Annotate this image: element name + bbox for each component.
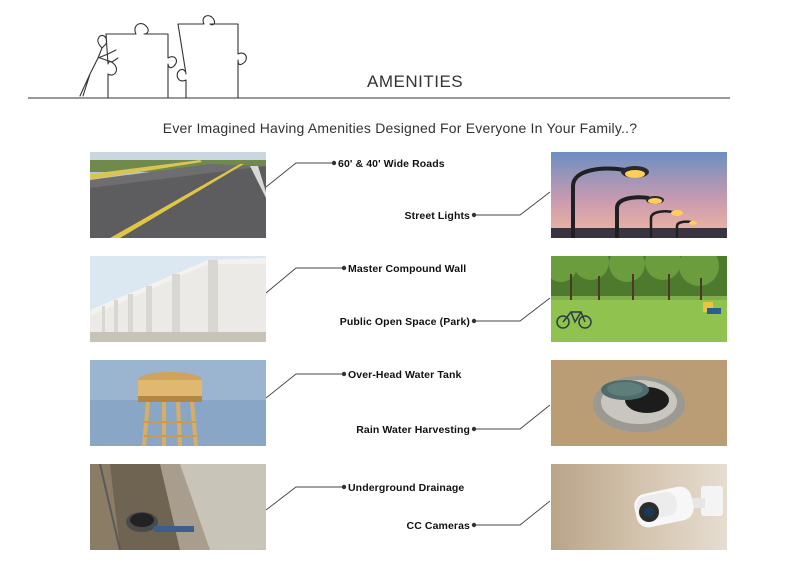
page-title: AMENITIES bbox=[367, 72, 464, 91]
page-subtitle: Ever Imagined Having Amenities Designed … bbox=[162, 120, 638, 136]
label-rain-water-harvesting: Rain Water Harvesting bbox=[356, 424, 470, 436]
drainage-photo bbox=[90, 464, 266, 550]
rain-water-pit-photo bbox=[551, 360, 727, 446]
label-underground-drainage: Underground Drainage bbox=[348, 482, 465, 494]
water-tank-photo bbox=[90, 360, 266, 446]
compound-wall-photo bbox=[90, 256, 266, 342]
road-photo bbox=[90, 152, 266, 238]
street-lights-photo bbox=[551, 152, 727, 238]
label-public-open-space: Public Open Space (Park) bbox=[339, 316, 470, 328]
puzzle-line-art bbox=[28, 15, 730, 99]
label-compound-wall: Master Compound Wall bbox=[348, 263, 467, 275]
label-cc-cameras: CC Cameras bbox=[406, 520, 470, 532]
label-wide-roads: 60' & 40' Wide Roads bbox=[338, 158, 445, 170]
label-water-tank: Over-Head Water Tank bbox=[348, 369, 462, 381]
cctv-camera-photo bbox=[551, 464, 727, 550]
label-street-lights: Street Lights bbox=[404, 210, 470, 222]
park-photo bbox=[551, 256, 727, 342]
